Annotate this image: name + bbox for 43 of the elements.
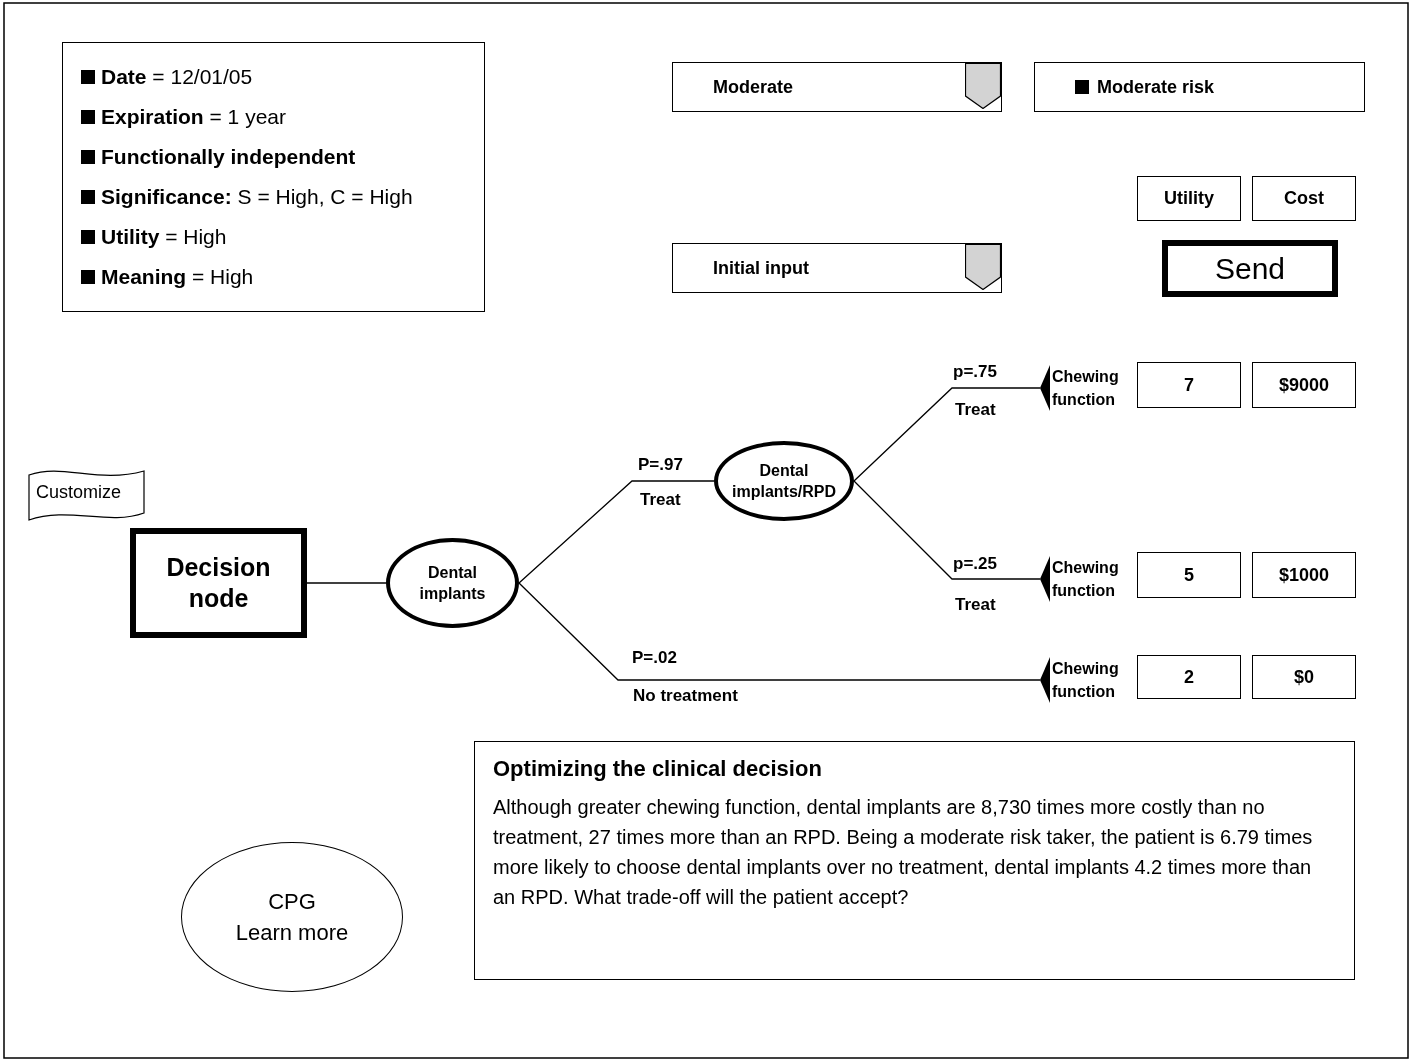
decision-box: Decision node [130, 528, 307, 638]
option-box [1034, 62, 1365, 112]
column-header: Cost [1252, 176, 1356, 221]
outcome-label: Chewing function [1052, 659, 1120, 702]
edge-label: p=.25 [953, 554, 997, 574]
info-text: Utility = High [101, 225, 227, 249]
value-cell: 2 [1137, 655, 1241, 699]
value-cell: $1000 [1252, 552, 1356, 598]
info-panel [62, 42, 485, 312]
dropdown-field: Initial input [672, 243, 1002, 293]
info-text: Expiration = 1 year [101, 105, 286, 129]
info-text: Date = 12/01/05 [101, 65, 253, 89]
option-label: Moderate risk [1097, 76, 1215, 98]
outcome-label: Chewing function [1052, 367, 1120, 410]
value-cell: 7 [1137, 362, 1241, 408]
branch-label: Treat [955, 595, 996, 615]
info-text: Significance: S = High, C = High [101, 185, 413, 209]
branch-label: No treatment [633, 686, 738, 706]
info-text: Functionally independent [101, 145, 356, 169]
branch-label: Treat [955, 400, 996, 420]
branch-line [518, 480, 715, 584]
note-panel [474, 741, 1355, 980]
ellipse-title: CPG [268, 888, 316, 916]
chance-ellipse: Dental implants/RPD [714, 441, 854, 521]
info-text: Meaning = High [101, 265, 254, 289]
column-header: Utility [1137, 176, 1241, 221]
branch-line [518, 582, 1041, 681]
chance-ellipse: Dental implants [386, 538, 519, 628]
note-heading: Optimizing the clinical decision [493, 756, 823, 782]
branch-line [853, 480, 1041, 580]
value-cell: $0 [1252, 655, 1356, 699]
flag-label: Customize [36, 482, 122, 503]
link-text: Learn more [235, 919, 349, 947]
branch-label: Treat [640, 490, 681, 510]
dropdown-field: Moderate [672, 62, 1002, 112]
note-text: Although greater chewing function, dental implants are 8,730 times more costly than no treatment, 27 times more than an RPD. Being a moderate risk taker, the patient is 6.79 times more likely to choose dental implants over no treatment, dental implants 4.2 times more than an RPD. What trade-off will the patient accept? [493, 795, 1314, 910]
send-button: Send [1162, 240, 1338, 297]
branch-line [853, 387, 1041, 482]
outcome-label: Chewing function [1052, 558, 1120, 601]
edge-label: p=.75 [953, 362, 997, 382]
value-cell: $9000 [1252, 362, 1356, 408]
branch-line [306, 582, 387, 584]
value-cell: 5 [1137, 552, 1241, 598]
